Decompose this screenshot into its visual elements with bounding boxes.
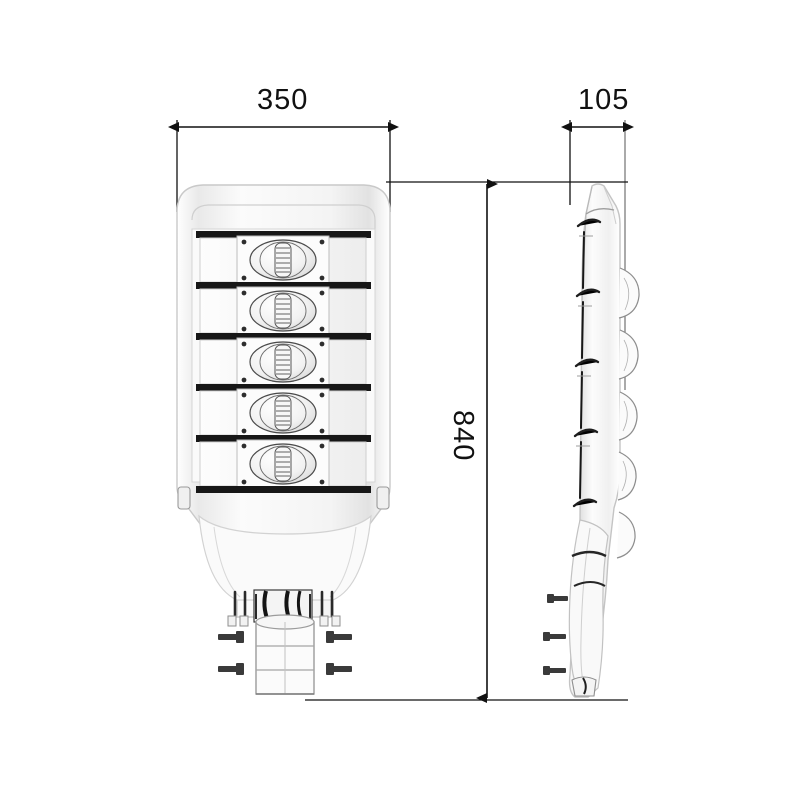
- bracket-fins: [233, 590, 334, 618]
- led-module-group: [196, 231, 371, 493]
- housing-latch: [177, 486, 390, 510]
- mount-bolt: [218, 631, 352, 675]
- dimension-label-width: 350: [257, 84, 309, 116]
- led-module-row: [196, 282, 371, 336]
- dimension-label-height: 840: [447, 410, 479, 462]
- front-top-rim: [191, 204, 376, 229]
- front-bracket-bowl: [198, 514, 372, 601]
- led-module-screw: [241, 290, 325, 332]
- led-module-screw: [241, 392, 325, 434]
- led-module-row: [196, 231, 371, 285]
- bracket-feet: [227, 615, 341, 627]
- side-bracket-body: [568, 519, 609, 698]
- side-lens-bulge-group: [616, 267, 640, 559]
- side-fin-divider: [572, 218, 602, 508]
- front-view: [176, 184, 391, 695]
- pole-mount-clamp: [255, 614, 315, 695]
- dim-width-350: [168, 120, 399, 212]
- side-mount-bolt: [543, 594, 568, 675]
- led-module-row: [196, 435, 371, 489]
- led-module-row: [196, 384, 371, 438]
- side-view: [543, 183, 640, 698]
- dimension-label-depth: 105: [578, 84, 630, 116]
- side-fin-slot: [579, 231, 585, 499]
- led-module-row: [196, 333, 371, 387]
- led-module-screw: [241, 341, 325, 383]
- dimension-lines: [168, 120, 634, 703]
- dim-height-840: [305, 179, 628, 703]
- led-module-screw: [241, 239, 325, 281]
- led-module-screw: [241, 443, 325, 485]
